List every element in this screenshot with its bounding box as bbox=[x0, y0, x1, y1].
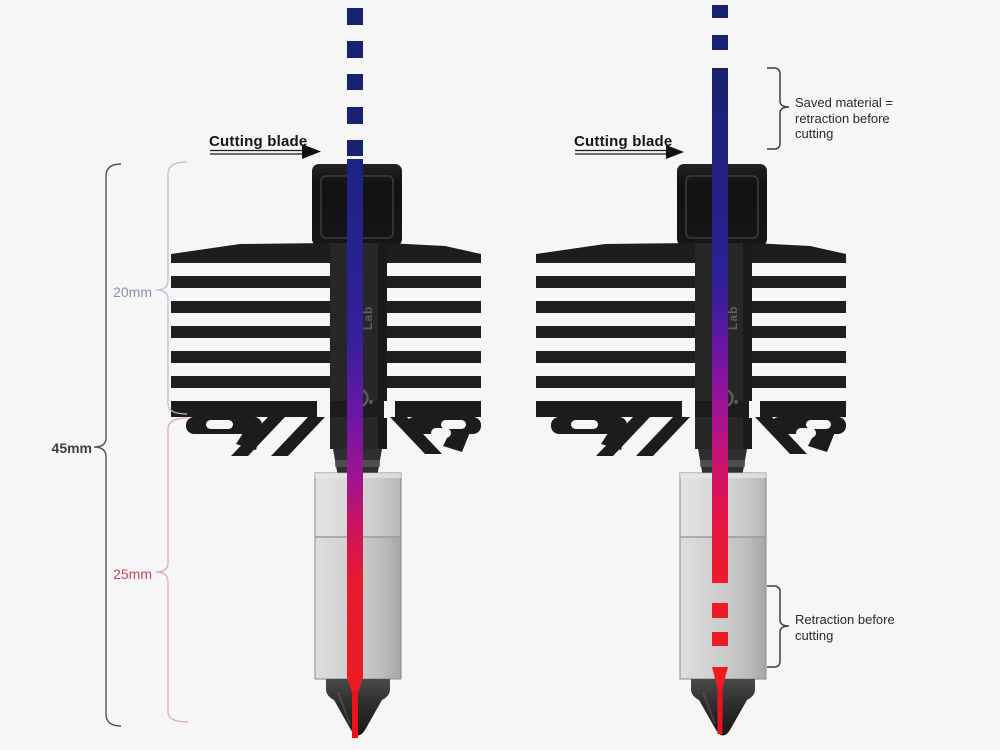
saved-material-line3: cutting bbox=[795, 126, 834, 141]
dimension-bottom-label: 25mm bbox=[113, 566, 152, 582]
filament-right-taper bbox=[712, 667, 728, 690]
heatsink-fins-right bbox=[387, 276, 481, 388]
hotend-assembly-left: Lab bbox=[171, 164, 481, 736]
brand-text: Lab bbox=[361, 306, 375, 330]
retraction-annotation: Retraction before cutting bbox=[795, 612, 895, 643]
filament-left-tip bbox=[352, 691, 358, 738]
dimension-total-label: 45mm bbox=[51, 440, 92, 456]
filament-right bbox=[712, 5, 728, 734]
brace-saved-material bbox=[767, 67, 790, 150]
brace-20mm bbox=[155, 161, 188, 415]
retraction-line1: Retraction before bbox=[795, 612, 895, 627]
saved-material-line2: retraction before bbox=[795, 110, 890, 126]
foot-notch-right bbox=[431, 428, 451, 438]
brace-45mm bbox=[93, 163, 122, 727]
retraction-line2: cutting bbox=[795, 627, 834, 643]
dimension-top-label: 20mm bbox=[113, 284, 152, 300]
saved-material-annotation: Saved material = retraction before cutti… bbox=[795, 95, 893, 142]
saved-material-line1: Saved material = bbox=[795, 95, 893, 110]
filament-left-taper bbox=[347, 677, 363, 693]
cutting-blade-arrow-left bbox=[210, 149, 303, 155]
plate-gap-right bbox=[384, 401, 395, 418]
cutting-blade-arrowhead-right bbox=[666, 145, 684, 159]
filament-right-tip bbox=[717, 688, 723, 734]
filament-left-dashes bbox=[347, 8, 363, 156]
brace-retraction bbox=[767, 585, 790, 668]
filament-left bbox=[347, 8, 363, 738]
cutting-blade-arrowhead-left bbox=[302, 144, 321, 159]
cutting-blade-arrow-right bbox=[575, 149, 667, 155]
filament-right-solid bbox=[712, 68, 728, 583]
heatsink-top-slab bbox=[171, 243, 481, 263]
brand-logo-dot bbox=[369, 400, 373, 404]
filament-right-retraction-dashes bbox=[712, 603, 728, 646]
plate-gap-left bbox=[317, 401, 330, 418]
filament-left-solid bbox=[347, 159, 363, 678]
heatsink-column-shade bbox=[378, 243, 387, 449]
foot-slot-right bbox=[441, 420, 466, 429]
filament-right-dashes bbox=[712, 5, 728, 50]
brace-25mm bbox=[155, 417, 189, 723]
cutting-blade-label-left: Cutting blade bbox=[209, 133, 308, 150]
hotend-assembly-right bbox=[534, 162, 848, 737]
heatsink-fins-left bbox=[171, 276, 331, 388]
nozzle-highlight bbox=[337, 691, 351, 725]
foot-slot-left bbox=[206, 420, 233, 429]
cutting-blade-label-right: Cutting blade bbox=[574, 133, 673, 150]
